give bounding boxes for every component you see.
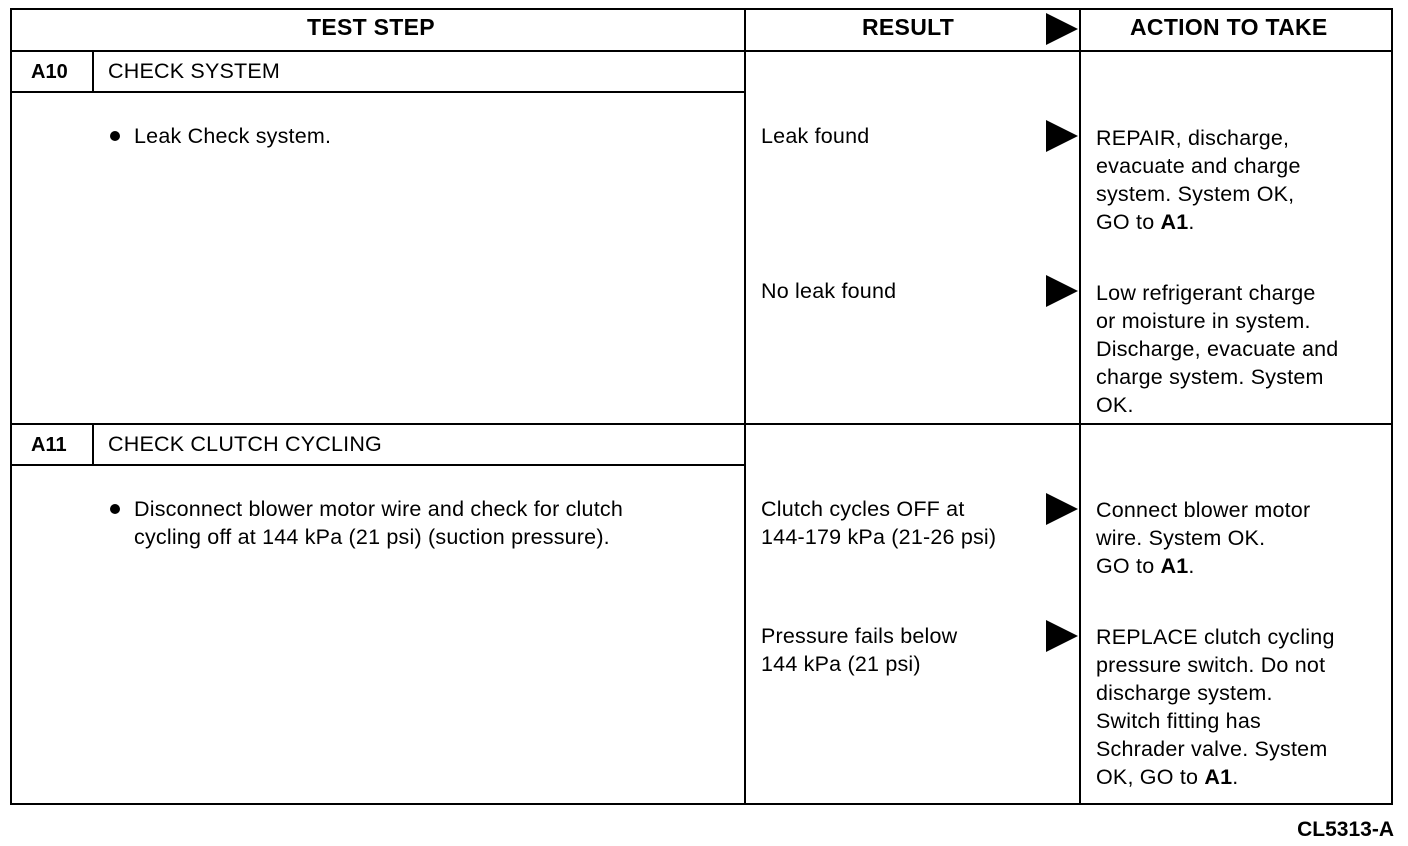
header-divider — [10, 50, 1393, 52]
result-arrow-icon — [1046, 120, 1078, 152]
action-leak-found: REPAIR, discharge, evacuate and charge s… — [1096, 126, 1301, 234]
step-divider — [10, 423, 1393, 425]
goto-step-ref: A1 — [1160, 554, 1189, 578]
result-arrow-icon — [1046, 620, 1078, 652]
goto-step-ref: A1 — [1204, 765, 1233, 789]
a10-title-underline — [10, 91, 746, 93]
result-leak-found: Leak found — [761, 124, 870, 148]
column-divider-action — [1079, 8, 1081, 805]
bullet-icon — [110, 504, 120, 514]
action-clutch-cycles-off: Connect blower motor wire. System OK. GO… — [1096, 498, 1311, 578]
a11-title-underline — [10, 464, 746, 466]
step-title-a10: CHECK SYSTEM — [108, 59, 281, 83]
goto-step-ref: A1 — [1160, 210, 1189, 234]
column-divider-result — [744, 8, 746, 805]
step-code-a10: A10 — [31, 61, 68, 83]
action-no-leak-found: Low refrigerant charge or moisture in sy… — [1096, 281, 1339, 417]
instruction-a11: Disconnect blower motor wire and check f… — [134, 497, 623, 549]
instruction-a10: Leak Check system. — [134, 124, 332, 148]
test-step-table — [10, 8, 1393, 805]
result-arrow-icon — [1046, 275, 1078, 307]
header-action: ACTION TO TAKE — [1130, 14, 1328, 40]
code-divider-a10 — [92, 51, 94, 93]
step-code-a11: A11 — [31, 434, 67, 456]
code-divider-a11 — [92, 424, 94, 466]
result-clutch-cycles-off: Clutch cycles OFF at 144-179 kPa (21-26 … — [761, 497, 997, 549]
step-title-a11: CHECK CLUTCH CYCLING — [108, 432, 382, 456]
bullet-icon — [110, 131, 120, 141]
result-no-leak-found: No leak found — [761, 279, 897, 303]
header-test-step: TEST STEP — [307, 14, 435, 40]
result-arrow-icon — [1046, 493, 1078, 525]
result-pressure-fails-below: Pressure fails below 144 kPa (21 psi) — [761, 624, 958, 676]
action-pressure-fails-below: REPLACE clutch cycling pressure switch. … — [1096, 625, 1335, 789]
header-result: RESULT — [862, 14, 955, 40]
figure-id: CL5313-A — [1297, 818, 1394, 841]
header-arrow-icon — [1046, 13, 1078, 45]
